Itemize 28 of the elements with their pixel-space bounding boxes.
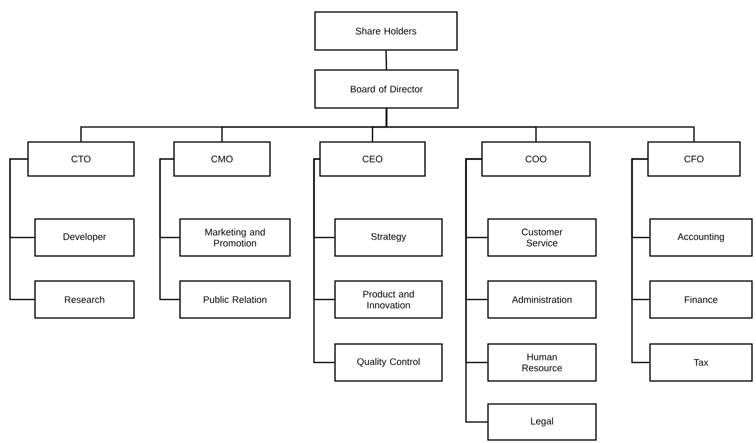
connector-line	[385, 50, 388, 70]
org-box: Share Holders	[314, 11, 458, 51]
org-box: Product and Innovation	[334, 280, 443, 319]
org-box: Administration	[487, 280, 597, 319]
connector-line	[9, 158, 34, 300]
org-box: Strategy	[334, 218, 443, 257]
org-box: Accounting	[649, 218, 753, 257]
connector-line	[386, 108, 695, 142]
connector-line	[465, 158, 488, 423]
org-box: Legal	[487, 403, 597, 441]
org-box: Tax	[649, 343, 753, 382]
org-box: COO	[481, 141, 591, 177]
org-box: Customer Service	[487, 218, 597, 257]
org-box: CFO	[647, 141, 741, 177]
org-box: CEO	[319, 141, 426, 177]
org-box: Research	[34, 280, 135, 319]
org-box: CMO	[173, 141, 271, 177]
org-box: Human Resource	[487, 343, 597, 382]
org-box: CTO	[27, 141, 135, 177]
org-box: Developer	[34, 218, 135, 257]
org-box: Board of Director	[314, 69, 459, 109]
connector-line	[159, 158, 180, 300]
org-box: Marketing and Promotion	[179, 218, 291, 257]
org-box: Quality Control	[334, 343, 443, 382]
connector-line	[631, 158, 650, 364]
connector-line	[313, 158, 334, 364]
org-box: Finance	[649, 280, 753, 319]
org-box: Public Relation	[179, 280, 291, 319]
